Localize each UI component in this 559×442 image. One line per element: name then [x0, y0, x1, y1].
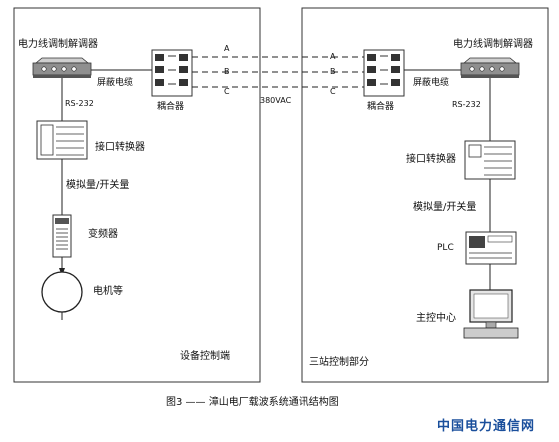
right-coupler-label: 耦合器	[367, 102, 395, 112]
left-coupler-label: 耦合器	[157, 102, 185, 112]
right-phase-a-label: A	[330, 52, 336, 61]
right-phase-c-label: C	[330, 87, 336, 96]
left-modem-icon	[32, 57, 92, 78]
left-interface-converter-icon	[36, 120, 88, 160]
left-modem-label: 电力线调制解调器	[18, 39, 98, 50]
left-phase-c-label: C	[224, 87, 230, 96]
right-panel-title: 三站控制部分	[309, 357, 369, 368]
right-converter-label: 接口转换器	[406, 154, 456, 165]
computer-icon	[463, 289, 519, 339]
right-modem-label: 电力线调制解调器	[453, 39, 533, 50]
left-cable-label: 屏蔽电缆	[97, 78, 134, 88]
left-rs232-label: RS-232	[65, 99, 94, 108]
left-panel-title: 设备控制端	[180, 351, 230, 362]
control-center-label: 主控中心	[416, 313, 456, 324]
frequency-converter-icon	[52, 214, 72, 258]
plc-label: PLC	[437, 243, 454, 253]
left-phase-b-label: B	[224, 67, 230, 76]
right-rs232-label: RS-232	[452, 100, 481, 109]
right-signal-label: 模拟量/开关量	[413, 202, 477, 213]
right-interface-converter-icon	[464, 140, 516, 180]
right-modem-icon	[460, 57, 520, 78]
figure-caption: 图3 —— 漳山电厂载波系统通讯结构图	[166, 397, 339, 408]
power-line-phases	[192, 56, 364, 88]
left-coupler-icon	[151, 49, 193, 97]
left-converter-label: 接口转换器	[95, 142, 145, 153]
motor-label: 电机等	[93, 286, 123, 297]
left-phase-a-label: A	[224, 44, 230, 53]
brand-watermark: 中国电力通信网	[437, 419, 536, 434]
right-coupler-icon	[363, 49, 405, 97]
right-panel-frame	[301, 7, 549, 383]
motor-icon	[41, 268, 83, 320]
voltage-label: 380VAC	[260, 96, 292, 105]
right-phase-b-label: B	[330, 67, 336, 76]
left-panel-frame	[13, 7, 261, 383]
left-signal-label: 模拟量/开关量	[66, 180, 130, 191]
right-cable-label: 屏蔽电缆	[413, 78, 450, 88]
plc-icon	[465, 231, 517, 265]
vfd-label: 变频器	[88, 229, 118, 240]
